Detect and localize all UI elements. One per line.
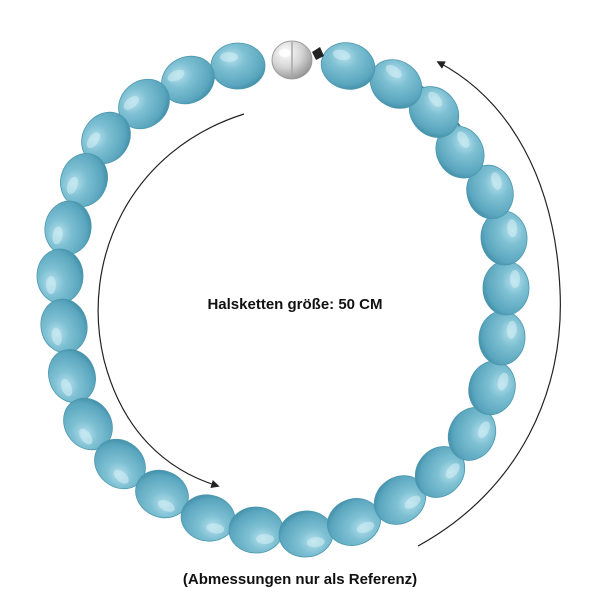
bead xyxy=(228,506,284,554)
bead xyxy=(478,310,526,366)
bead xyxy=(482,260,530,316)
bead xyxy=(48,349,96,403)
arrow-icon xyxy=(417,61,561,547)
bead xyxy=(210,42,266,90)
bead xyxy=(135,469,189,519)
bead xyxy=(466,164,514,220)
arrow-icon xyxy=(97,113,245,489)
bead xyxy=(118,78,170,130)
bead xyxy=(44,200,92,256)
bead xyxy=(408,86,460,138)
bead xyxy=(447,407,497,461)
bead xyxy=(161,55,215,105)
bead xyxy=(414,446,466,498)
bead xyxy=(36,248,84,304)
bead xyxy=(435,125,485,179)
magnetic-clasp-icon xyxy=(271,40,324,80)
bead-group xyxy=(36,42,530,558)
bead xyxy=(320,42,376,90)
bead xyxy=(40,298,88,354)
necklace-size-label: Halsketten größe: 50 CM xyxy=(207,296,383,313)
reference-note-label: (Abmessungen nur als Referenz) xyxy=(182,571,418,588)
bead xyxy=(278,510,334,558)
bead xyxy=(480,210,528,266)
bead xyxy=(63,397,113,451)
